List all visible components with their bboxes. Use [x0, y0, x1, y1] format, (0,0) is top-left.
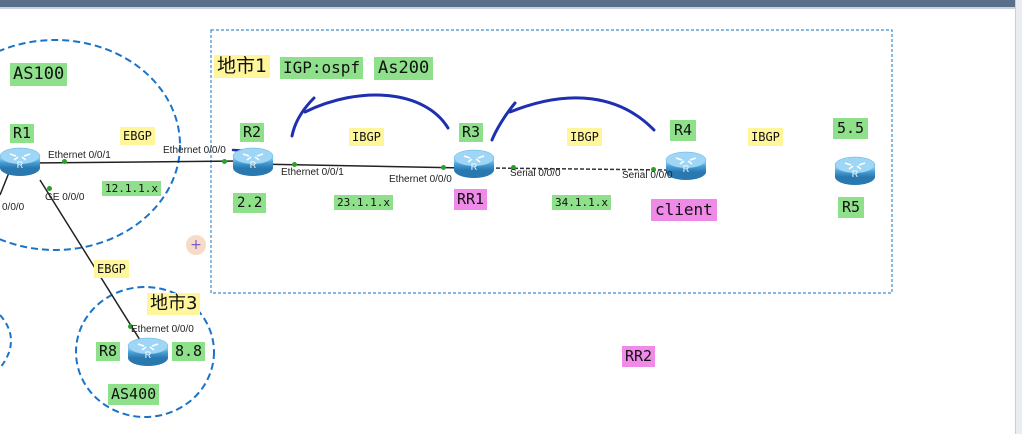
as400-boundary	[75, 286, 215, 418]
router-r5-label: R5	[838, 197, 865, 218]
city1-label: 地市1	[214, 55, 271, 78]
network-23-label: 23.1.1.x	[334, 195, 393, 210]
port-dot	[292, 162, 297, 167]
r3-serial-port: Serial 0/0/0	[510, 168, 561, 179]
r3-eth000-port: Ethernet 0/0/0	[389, 174, 452, 185]
router-r1-icon[interactable]	[0, 147, 41, 177]
add-node-icon[interactable]: +	[186, 235, 206, 255]
router-r2-label: R2	[240, 123, 265, 142]
ibgp-r4-r5-label: IBGP	[748, 128, 783, 146]
reflect-arrow-r4-to-r3	[508, 96, 656, 132]
as100-label: AS100	[10, 63, 68, 86]
r2-eth000-port: Ethernet 0/0/0	[163, 145, 226, 156]
link-r1-r8	[39, 179, 141, 341]
r1-eth001-port: Ethernet 0/0/1	[48, 150, 111, 161]
port-dot	[651, 167, 656, 172]
r2-loopback-label: 2.2	[233, 193, 267, 213]
r8-eth000-port: Ethernet 0/0/0	[131, 324, 194, 335]
link-r2-r3	[254, 163, 466, 169]
port-dot	[441, 165, 446, 170]
igp-label: IGP:ospf	[280, 57, 364, 79]
router-r4-label: R4	[670, 120, 697, 141]
as400-label: AS400	[108, 384, 160, 405]
window-title-bar-edge	[0, 7, 1022, 9]
window-title-bar	[0, 0, 1022, 7]
rr2-role-label: RR2	[622, 346, 656, 367]
router-r3-label: R3	[459, 123, 484, 142]
reflect-arrow-r4-to-r3-head	[490, 101, 517, 142]
vertical-scrollbar[interactable]	[1015, 0, 1022, 434]
port-dot	[511, 165, 516, 170]
reflect-arrow-r3-to-r2	[303, 93, 450, 130]
r4-serial-port: Serial 0/0/0	[622, 170, 673, 181]
r2-eth001-port: Ethernet 0/0/1	[281, 167, 344, 178]
router-r5-icon[interactable]	[834, 156, 876, 186]
r5-loopback-label: 5.5	[833, 118, 869, 139]
port-dot	[128, 324, 133, 329]
network-34-label: 34.1.1.x	[552, 195, 611, 210]
ibgp-r2-r3-label: IBGP	[349, 128, 384, 146]
r1-ge000-port: GE 0/0/0	[45, 192, 85, 203]
r1-left-port: 0/0/0	[2, 202, 25, 213]
client-role-label: client	[651, 199, 717, 221]
port-dot	[62, 159, 67, 164]
port-dot	[47, 186, 52, 191]
reflect-arrow-r3-to-r2-head	[290, 96, 316, 138]
ebgp-r1-r2-label: EBGP	[120, 127, 155, 145]
as100-boundary	[0, 39, 181, 251]
router-r8-label: R8	[96, 342, 121, 361]
router-r1-label: R1	[10, 124, 35, 143]
city3-label: 地市3	[147, 293, 201, 315]
partial-as-boundary	[0, 314, 12, 369]
router-r2-icon[interactable]	[232, 147, 274, 177]
router-r3-icon[interactable]	[453, 149, 495, 179]
as200-label: As200	[374, 57, 434, 80]
router-r8-icon[interactable]	[127, 337, 169, 367]
ibgp-r3-r4-label: IBGP	[567, 128, 602, 146]
ebgp-r1-r8-label: EBGP	[94, 260, 129, 278]
rr1-role-label: RR1	[454, 189, 488, 210]
port-dot	[222, 159, 227, 164]
r8-loopback-label: 8.8	[172, 342, 206, 361]
network-12-label: 12.1.1.x	[102, 181, 161, 196]
